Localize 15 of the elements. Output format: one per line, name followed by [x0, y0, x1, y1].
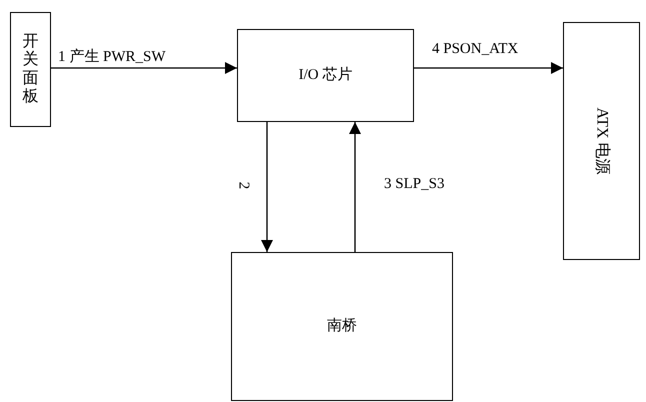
arrow [261, 122, 273, 252]
arrow [51, 62, 237, 74]
edge-label: 4 PSON_ATX [432, 42, 518, 57]
box-label: I/O 芯片 [298, 66, 352, 86]
box-label: ATX 电源 [592, 107, 612, 175]
arrow [349, 122, 361, 252]
process-box [563, 22, 640, 260]
process-box [231, 252, 453, 401]
process-box [237, 29, 414, 122]
edge-label: 1 产生 PWR_SW [58, 50, 166, 65]
box-label: 南桥 [327, 316, 357, 336]
box-label: 开关面板 [22, 32, 38, 106]
edge-label: 3 SLP_S3 [384, 177, 444, 192]
arrow [414, 62, 563, 74]
process-box [10, 12, 51, 127]
